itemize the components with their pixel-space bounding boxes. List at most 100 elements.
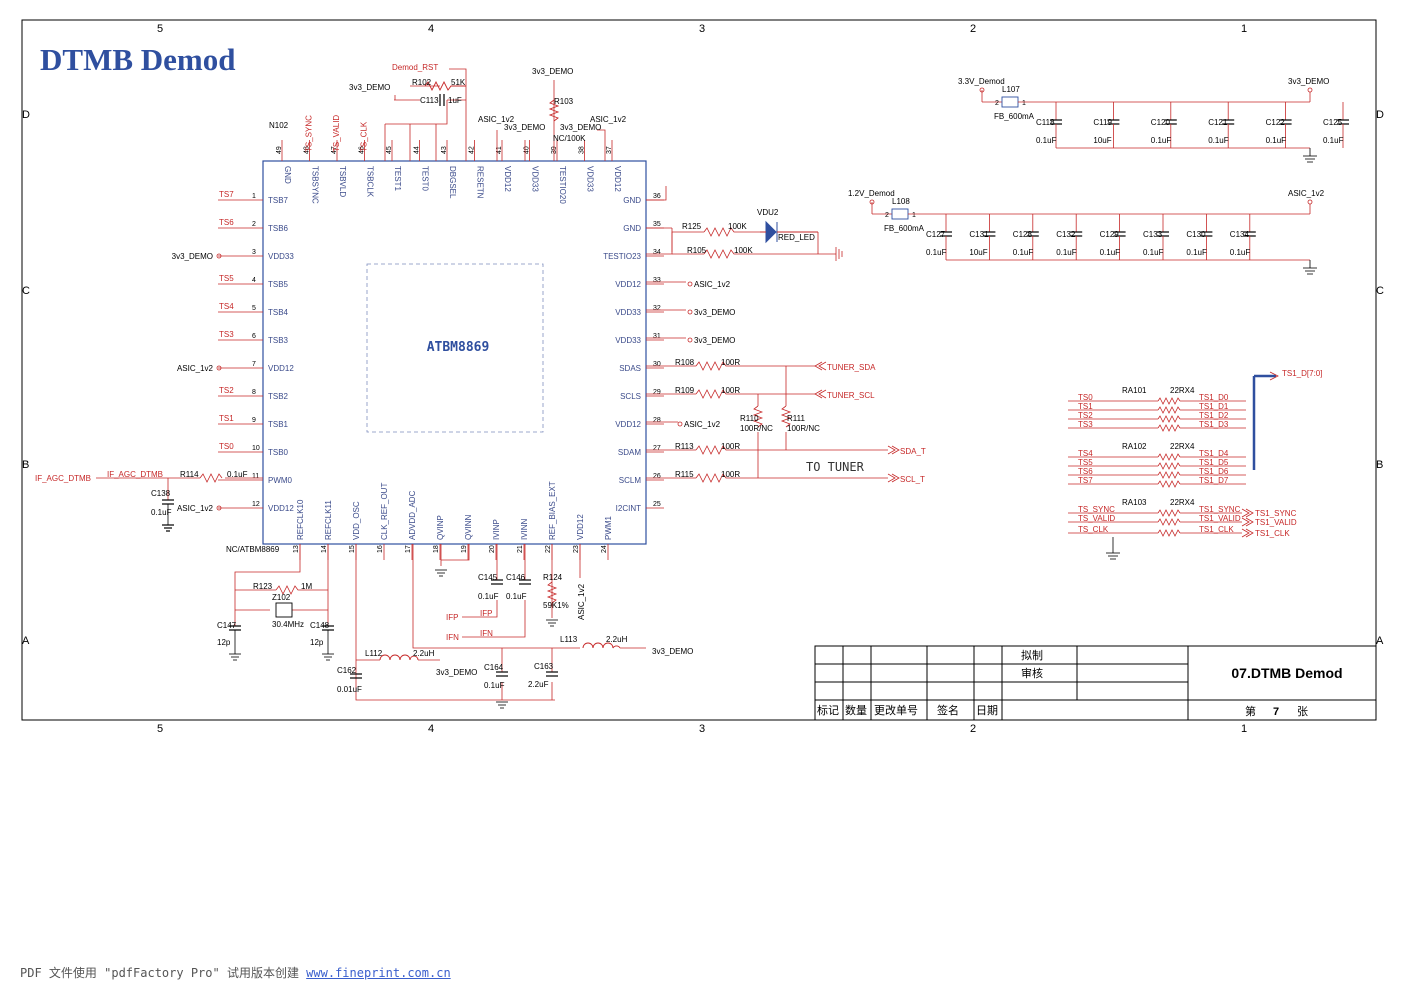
- pin-name-bottom: REFCLK11: [324, 500, 333, 540]
- ts-out-label: TS1_VALID: [1199, 514, 1241, 523]
- ifp-net: IFP: [480, 609, 492, 618]
- r123-value: 1M: [301, 582, 312, 591]
- resistor-array-element: [1157, 480, 1181, 488]
- bottom-inductors: [379, 642, 621, 661]
- pin-name-top: GND: [283, 166, 292, 184]
- cap-ref: C128: [1013, 230, 1033, 239]
- c164-ref: C164: [484, 663, 504, 672]
- resistor-array-element: [1157, 415, 1181, 423]
- resistor-array-element: [1157, 518, 1181, 526]
- pin-number-bottom: 22: [545, 545, 552, 553]
- ic-inner-outline: [366, 263, 544, 433]
- cap-ref: C130: [1186, 230, 1206, 239]
- resistor-array-element: [1157, 509, 1181, 517]
- bottom-3v3-label: 3v3_DEMO: [436, 668, 477, 677]
- pin-terminal-right: [687, 337, 693, 343]
- reviewed-label: 审核: [1021, 666, 1043, 680]
- pin-net-left: TS6: [219, 218, 234, 227]
- ferrite-ref: L108: [892, 197, 910, 206]
- tb-header-sign: 签名: [937, 703, 959, 717]
- pin-number-right: 34: [653, 249, 661, 256]
- bottom-circuit: [234, 544, 646, 701]
- pin-name-right: SCLS: [620, 392, 641, 401]
- bottom-caps: [229, 579, 558, 679]
- tb-header-change: 更改单号: [874, 703, 918, 717]
- cap-ref: C132: [1056, 230, 1076, 239]
- pin-name-top: TSBCLK: [366, 166, 375, 198]
- ts-bus-arrow: [1269, 371, 1279, 381]
- cap-value: 0.1uF: [1143, 248, 1164, 257]
- pin-number-right: 25: [653, 501, 661, 508]
- pin-name-right: TESTIO23: [603, 252, 641, 261]
- bottom-grounds: [229, 569, 558, 709]
- r111-ref: R111: [787, 414, 805, 423]
- tb-header-qty: 数量: [845, 704, 867, 717]
- pin-number-left: 1: [252, 193, 256, 200]
- border-row-left: D: [22, 109, 30, 121]
- c146-ref: C146: [506, 573, 526, 582]
- red-led-label: RED_LED: [778, 233, 815, 242]
- page-prefix: 第: [1245, 704, 1256, 718]
- r113-ref: R113: [675, 442, 694, 451]
- cap-ref: C122: [1266, 118, 1286, 127]
- pin-number-bottom: 18: [433, 545, 440, 553]
- ts1-bus-port: TS1_D[7:0]: [1282, 369, 1322, 378]
- tb-header-date: 日期: [976, 704, 998, 717]
- if-agc-dtmb-net: IF_AGC_DTMB: [107, 470, 163, 479]
- ferrite-pin: 2: [995, 100, 999, 107]
- r125-ref: R125: [682, 222, 702, 231]
- r105-value: 100K: [734, 246, 753, 255]
- pin-name-left: PWM0: [268, 476, 293, 485]
- ts-in-label: TS7: [1078, 476, 1093, 485]
- pin-net-top: TS_SYNC: [305, 115, 314, 152]
- c138-value: 0.1uF: [151, 508, 172, 517]
- ra101-value: 22RX4: [1170, 386, 1195, 395]
- pin-name-left: VDD12: [268, 504, 294, 513]
- border-col-top: 1: [1241, 23, 1247, 35]
- pin-name-top: RESETN: [476, 166, 485, 199]
- pin-number-right: 29: [653, 389, 661, 396]
- footer-link[interactable]: www.fineprint.com.cn: [306, 966, 451, 980]
- pin-name-right: GND: [623, 196, 641, 205]
- c164-value: 0.1uF: [484, 681, 505, 690]
- rail-output-terminal: [1307, 199, 1313, 205]
- chip-ref: NC/ATBM8869: [226, 545, 280, 554]
- pin-number-top: 41: [496, 146, 503, 154]
- vdu2-led: [760, 220, 818, 244]
- border-col-bottom: 2: [970, 723, 976, 735]
- cap-value: 0.1uF: [1208, 136, 1229, 145]
- pin-number-right: 26: [653, 473, 661, 480]
- cap-ref: C125: [1323, 118, 1343, 127]
- pin-net-left: ASIC_1v2: [177, 364, 214, 373]
- pin-name-left: TSB6: [268, 224, 289, 233]
- pin-number-left: 11: [252, 473, 259, 480]
- ra101-ref: RA101: [1122, 386, 1147, 395]
- gnd-symbol-right: [835, 247, 843, 261]
- pin-name-bottom: CLK_REF_OUT: [380, 483, 389, 540]
- pin-name-left: VDD12: [268, 364, 294, 373]
- pin-name-bottom: REFCLK10: [296, 499, 305, 540]
- resistor-array-element: [1157, 397, 1181, 405]
- ferrite-value: FB_600mA: [884, 224, 925, 233]
- r123-ref: R123: [253, 582, 273, 591]
- cap-value: 0.1uF: [926, 248, 947, 257]
- border-row-left: A: [22, 635, 30, 647]
- resistor-array-element: [1157, 406, 1181, 414]
- cap-ref: C127: [926, 230, 946, 239]
- r124-value: 59K1%: [543, 601, 569, 610]
- ferrite-pin: 1: [912, 212, 916, 219]
- top-3v3-label-b: 3v3_DEMO: [532, 67, 573, 76]
- c163-value: 2.2uF: [528, 680, 549, 689]
- pin-number-left: 10: [252, 445, 260, 452]
- pin-number-bottom: 15: [349, 545, 356, 553]
- pin-number-bottom: 23: [573, 545, 580, 553]
- border-col-bottom: 1: [1241, 723, 1247, 735]
- sda-t-port: SDA_T: [900, 447, 926, 456]
- pin-number-right: 31: [653, 333, 661, 340]
- vdu2-ref: VDU2: [757, 208, 779, 217]
- top-3v3-label-a: 3v3_DEMO: [349, 83, 390, 92]
- cap-ref: C119: [1093, 118, 1112, 127]
- pin-name-bottom: IVINN: [520, 518, 529, 540]
